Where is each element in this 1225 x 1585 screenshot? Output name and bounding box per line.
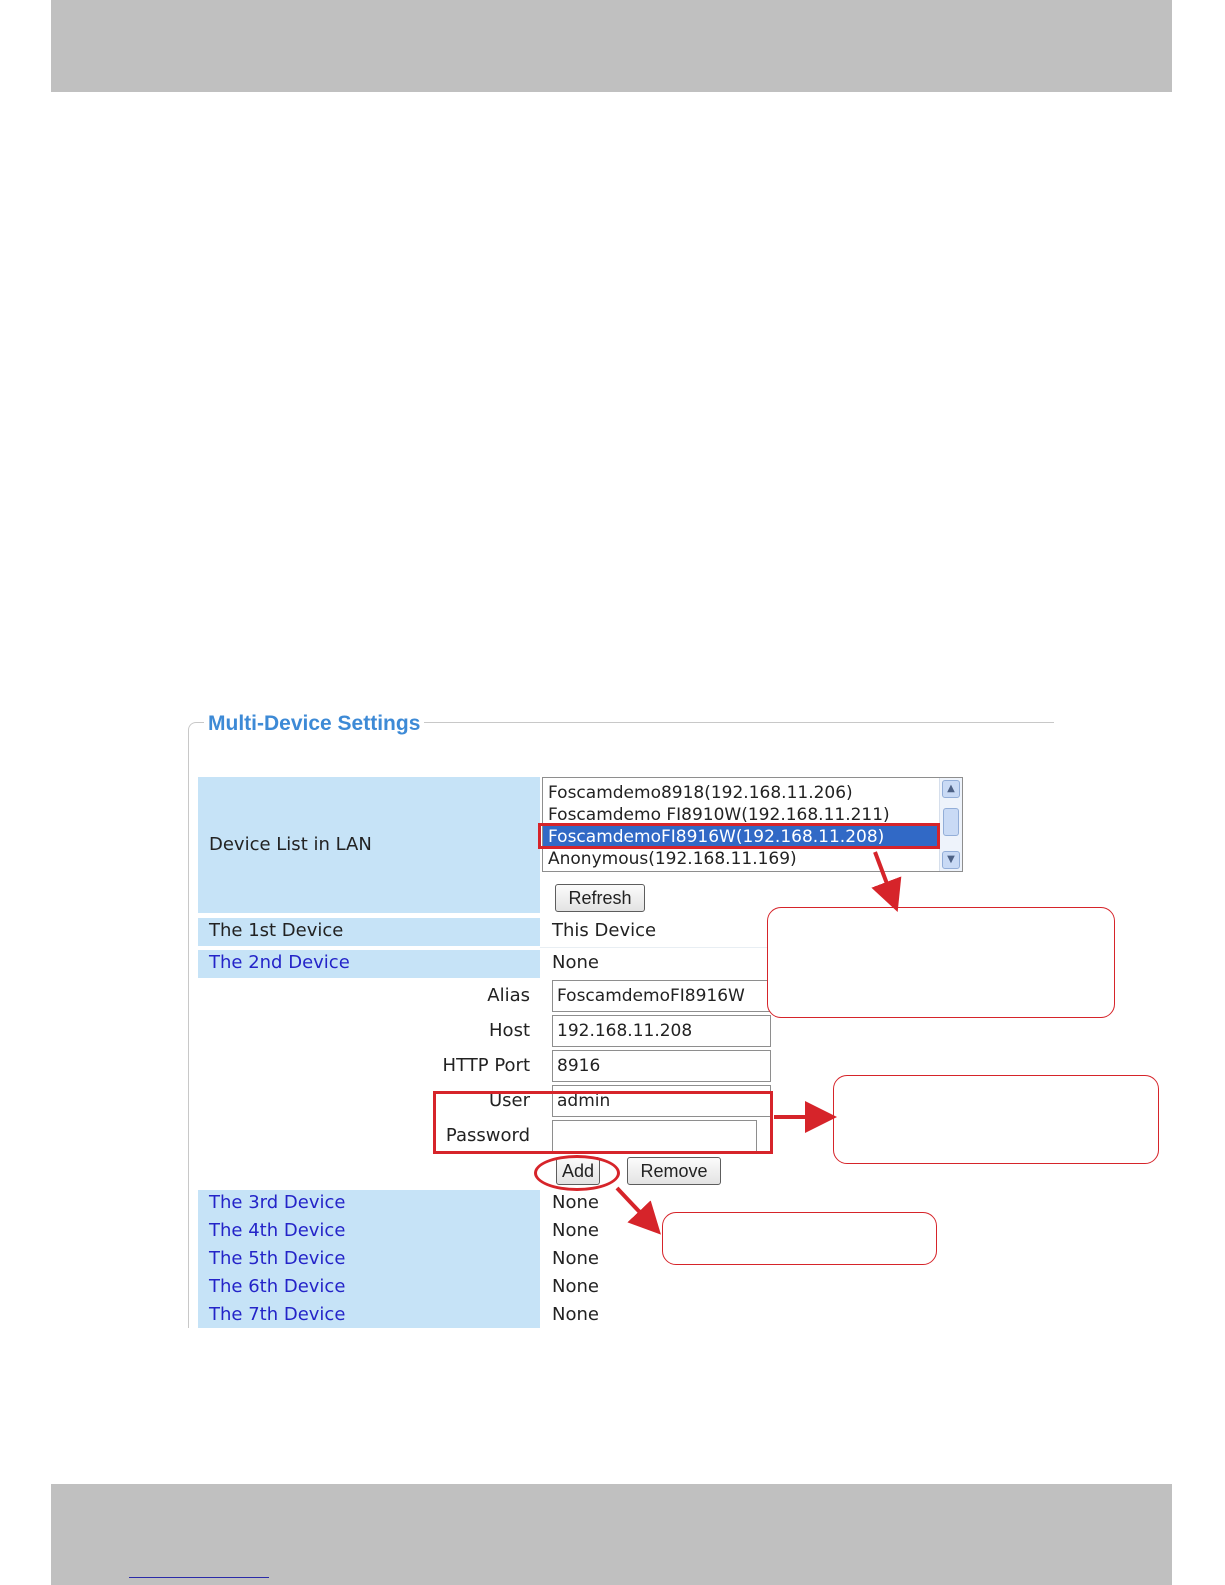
callout-box bbox=[833, 1075, 1159, 1164]
http-port-field[interactable]: 8916 bbox=[552, 1050, 771, 1082]
device-4-value: None bbox=[552, 1220, 599, 1241]
device-5-value: None bbox=[552, 1248, 599, 1269]
device-list-label: Device List in LAN bbox=[198, 777, 540, 913]
device-list-scrollbar[interactable]: ▲ ▼ bbox=[939, 778, 962, 871]
chevron-up-icon[interactable]: ▲ bbox=[942, 780, 960, 798]
user-label: User bbox=[488, 1090, 530, 1111]
device-list-option[interactable]: Anonymous(192.168.11.169) bbox=[548, 849, 797, 869]
footer-link[interactable] bbox=[129, 1561, 269, 1578]
device-1-label: The 1st Device bbox=[198, 918, 540, 946]
device-5-label[interactable]: The 5th Device bbox=[198, 1246, 540, 1274]
password-field[interactable] bbox=[552, 1120, 757, 1152]
device-7-value: None bbox=[552, 1304, 599, 1325]
device-2-label[interactable]: The 2nd Device bbox=[198, 950, 540, 978]
callout-box bbox=[767, 907, 1115, 1018]
selected-device-highlight bbox=[538, 823, 940, 849]
panel-title: Multi-Device Settings bbox=[204, 711, 425, 737]
device-list-option-selected[interactable]: FoscamdemoFI8916W(192.168.11.208) bbox=[543, 826, 938, 848]
alias-field[interactable]: FoscamdemoFI8916W bbox=[552, 980, 771, 1012]
device-6-label[interactable]: The 6th Device bbox=[198, 1274, 540, 1302]
callout-box bbox=[662, 1212, 937, 1265]
device-4-label[interactable]: The 4th Device bbox=[198, 1218, 540, 1246]
host-field[interactable]: 192.168.11.208 bbox=[552, 1015, 771, 1047]
footer-band bbox=[51, 1484, 1172, 1585]
password-label: Password bbox=[445, 1125, 530, 1146]
remove-button[interactable]: Remove bbox=[627, 1157, 721, 1185]
device-list-option[interactable]: Foscamdemo FI8910W(192.168.11.211) bbox=[548, 805, 890, 825]
add-button-highlight bbox=[534, 1155, 620, 1191]
alias-label: Alias bbox=[487, 985, 530, 1006]
credentials-highlight bbox=[433, 1091, 773, 1154]
refresh-button[interactable]: Refresh bbox=[555, 884, 645, 912]
http-port-label: HTTP Port bbox=[442, 1055, 530, 1076]
device-6-value: None bbox=[552, 1276, 599, 1297]
user-field[interactable]: admin bbox=[552, 1085, 771, 1117]
device-7-label[interactable]: The 7th Device bbox=[198, 1302, 540, 1328]
multi-device-panel bbox=[188, 722, 1054, 1328]
device-3-label[interactable]: The 3rd Device bbox=[198, 1190, 540, 1218]
header-band bbox=[51, 0, 1172, 92]
host-label: Host bbox=[489, 1020, 530, 1041]
device-list-option[interactable]: Foscamdemo8918(192.168.11.206) bbox=[548, 783, 853, 803]
chevron-down-icon[interactable]: ▼ bbox=[942, 851, 960, 869]
device-1-value: This Device bbox=[552, 920, 657, 941]
scrollbar-thumb[interactable] bbox=[943, 808, 959, 836]
device-3-value: None bbox=[552, 1192, 599, 1213]
device-2-value: None bbox=[552, 952, 599, 973]
